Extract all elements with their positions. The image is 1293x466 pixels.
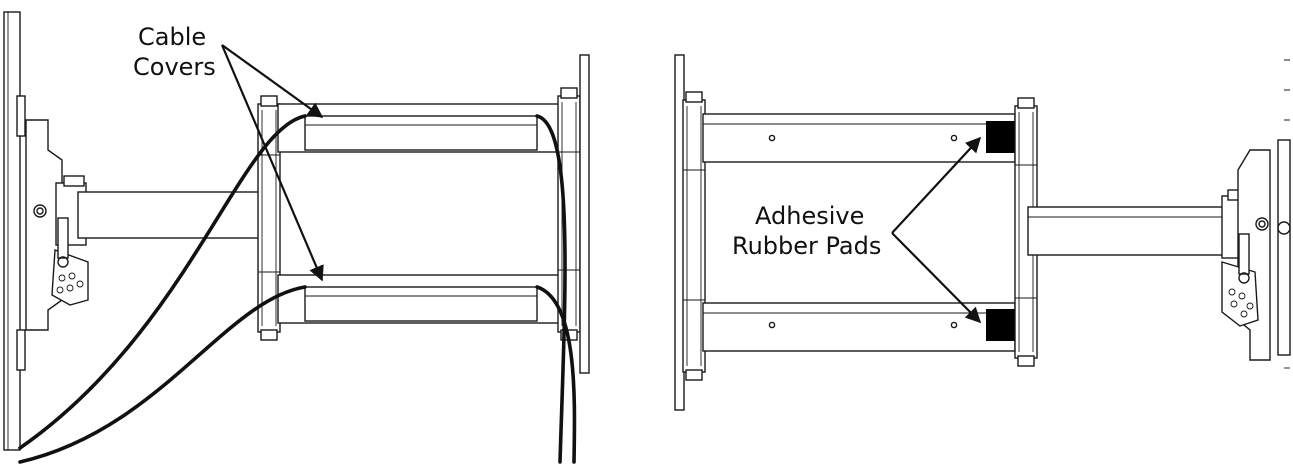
- rubber-pads-label-line2: Rubber Pads: [732, 232, 881, 260]
- cable-cover-arrow-upper: [221, 44, 324, 118]
- right-assembly-with-rubber-pads: Adhesive Rubber Pads: [674, 54, 1291, 411]
- left-arm: [77, 191, 269, 239]
- cables: [18, 114, 577, 464]
- tv-bracket-right: [1221, 149, 1271, 361]
- cable-covers-label-line1: Cable: [138, 23, 206, 51]
- upper-beam: [277, 103, 561, 153]
- cable-covers-label-line2: Covers: [133, 53, 216, 81]
- wall-hinge: [557, 87, 581, 341]
- tv-edge-right: [1277, 59, 1291, 369]
- tv-bracket: [25, 119, 89, 331]
- lower-beam: [277, 274, 561, 324]
- adhesive-rubber-pad-upper: [986, 121, 1018, 153]
- adhesive-rubber-pad-lower: [986, 309, 1018, 341]
- cable-cover-arrow-lower: [220, 44, 324, 282]
- left-hinge: [257, 95, 281, 341]
- wall-plate: [579, 54, 590, 374]
- rubber-pad-arrow-lower: [891, 232, 982, 324]
- rubber-pads-label-line1: Adhesive: [755, 202, 864, 230]
- upper-beam-right: [702, 113, 1018, 163]
- left-assembly-with-cable-covers: Cable Covers: [3, 11, 590, 464]
- right-side-inner-hinge: [682, 91, 706, 381]
- right-arm: [1027, 206, 1229, 256]
- rubber-pad-arrow-upper: [891, 136, 982, 234]
- tv-panel: [3, 11, 26, 451]
- lower-beam-right: [702, 302, 1018, 352]
